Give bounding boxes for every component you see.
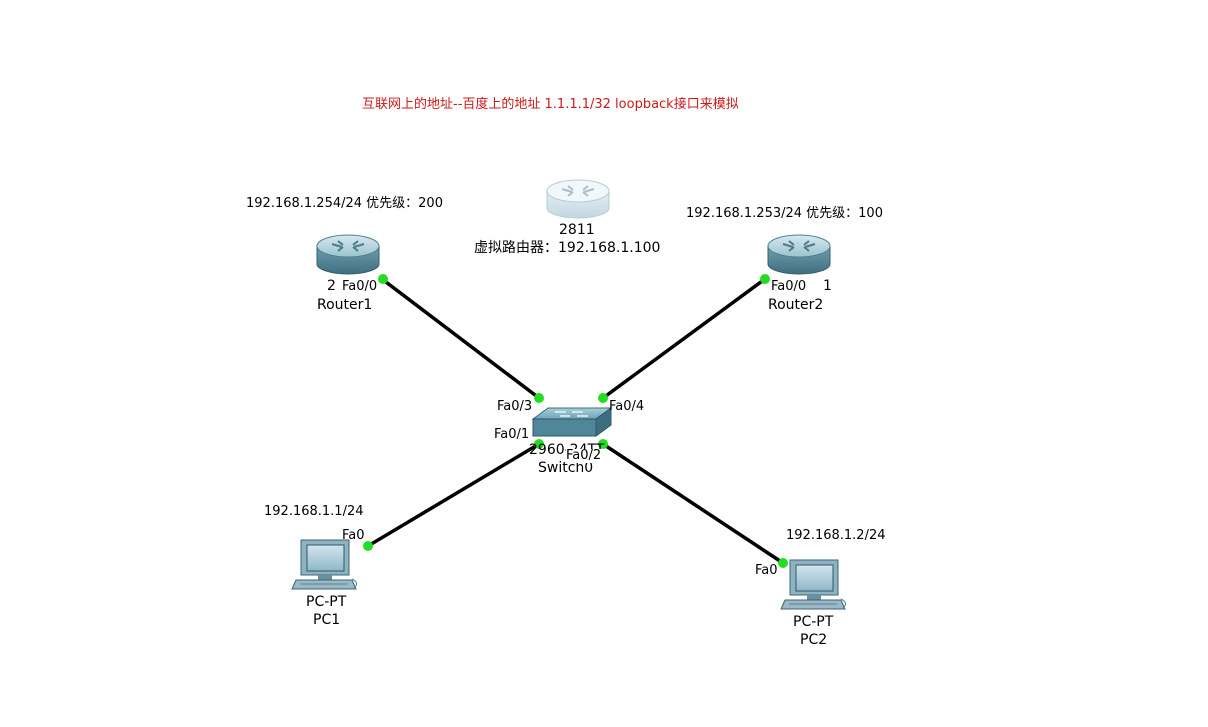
port-dot-switch-fa0-3	[534, 393, 544, 403]
pc2-address: 192.168.1.2/24	[783, 527, 889, 545]
router2-port-fa0-0: Fa0/0	[771, 279, 807, 294]
virtual-router-model: 2811	[559, 222, 595, 238]
router2-icon[interactable]	[767, 234, 831, 275]
pc2-model: PC-PT	[793, 614, 834, 630]
virtual-router-label: 虚拟路由器：192.168.1.100	[474, 240, 661, 256]
router2-address: 192.168.1.253/24 优先级：100	[683, 205, 886, 223]
link-router2-switch0[interactable]	[601, 277, 767, 400]
switch0-icon[interactable]	[531, 407, 613, 437]
router1-address: 192.168.1.254/24 优先级：200	[243, 195, 446, 213]
annotation-note: 互联网上的地址--百度上的地址 1.1.1.1/32 loopback接口来模拟	[362, 97, 739, 112]
router1-prefix: 2	[327, 278, 336, 294]
switch0-port-fa0-2: Fa0/2	[566, 448, 602, 463]
port-dot-switch-fa0-2	[598, 439, 608, 449]
router2-suffix: 1	[823, 278, 832, 294]
router1-port-fa0-0: Fa0/0	[342, 279, 378, 294]
pc1-port-fa0: Fa0	[342, 528, 365, 543]
switch0-name: Switch0	[538, 460, 594, 476]
port-dot-router2-fa0-0	[760, 274, 770, 284]
pc2-name: PC2	[800, 632, 828, 648]
router1-name: Router1	[317, 297, 373, 313]
pc1-icon[interactable]	[291, 539, 358, 590]
pc2-icon[interactable]	[780, 559, 847, 610]
pc1-name: PC1	[313, 612, 341, 628]
link-pc2-switch0[interactable]	[602, 442, 784, 565]
pc2-port-fa0: Fa0	[755, 563, 778, 578]
router2-name: Router2	[768, 297, 824, 313]
virtual-router-icon[interactable]	[546, 179, 610, 219]
pc1-model: PC-PT	[306, 594, 347, 610]
switch0-port-fa0-1: Fa0/1	[494, 427, 530, 442]
link-router1-switch0[interactable]	[380, 277, 541, 400]
port-dot-router1-fa0-0	[378, 274, 388, 284]
port-dot-pc2-fa0	[778, 558, 788, 568]
port-dot-switch-fa0-1	[534, 439, 544, 449]
pc1-address: 192.168.1.1/24	[261, 503, 367, 521]
switch0-port-fa0-4: Fa0/4	[609, 399, 645, 414]
link-pc1-switch0[interactable]	[367, 442, 540, 548]
port-dot-pc1-fa0	[363, 541, 373, 551]
switch0-port-fa0-3: Fa0/3	[497, 399, 533, 414]
router1-icon[interactable]	[316, 234, 380, 275]
port-dot-switch-fa0-4	[598, 393, 608, 403]
